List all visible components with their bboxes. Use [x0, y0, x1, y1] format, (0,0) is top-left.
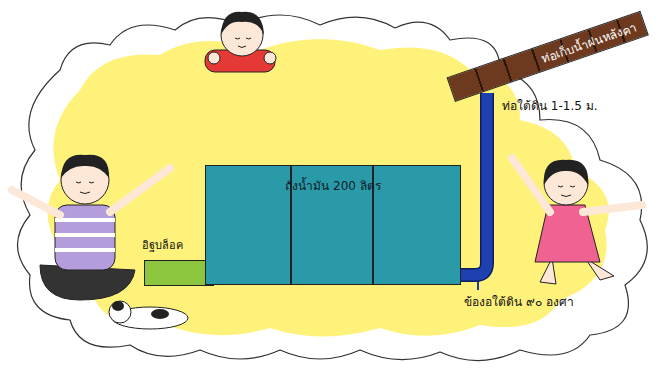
pipe-outline [461, 93, 487, 275]
pipe-label: ท่อใต้ดิน 1-1.5 ม. [500, 96, 600, 115]
brick-shape [144, 260, 214, 286]
oil-tank: ถังน้ำมัน 200 ลิตร [205, 165, 461, 285]
yellow-ground [48, 39, 609, 337]
cat [109, 301, 188, 329]
pipe-fill [461, 93, 487, 275]
node-text: ท่อเก็บน้ำฝนหลังคา [538, 17, 639, 68]
girl-top [205, 12, 276, 72]
elbow-label: ข้องอใต้ดิน ๙๐ องศา [462, 292, 576, 311]
drain-pipe [461, 93, 487, 275]
node-text: ถังน้ำมัน 200 ลิตร [206, 176, 460, 195]
node-text: อิฐบล็อค [140, 236, 214, 254]
girl-right [512, 158, 642, 284]
brick-block: อิฐบล็อค [140, 236, 214, 286]
